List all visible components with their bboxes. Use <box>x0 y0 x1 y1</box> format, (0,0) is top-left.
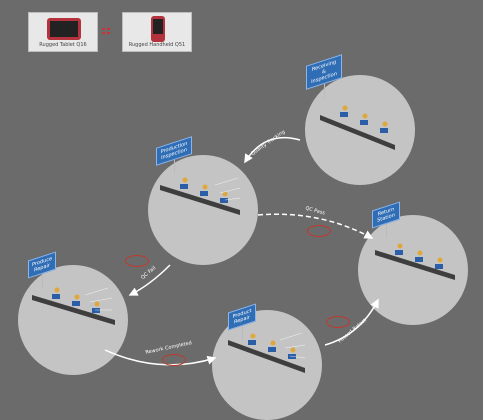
status-oval-qc-fail <box>125 255 149 267</box>
arrow-qc-pass <box>257 213 374 239</box>
rugged-tablet-icon <box>47 18 81 40</box>
stage-tag-production-inspection: Production Inspection <box>156 136 192 174</box>
legend-card-tablet: Rugged Tablet Q16 <box>28 12 98 52</box>
stage-receiving <box>305 75 415 185</box>
rugged-handheld-icon <box>151 16 165 42</box>
status-oval-qc-pass <box>307 225 331 237</box>
arrow-qc-fail <box>128 264 171 296</box>
status-oval-rework <box>162 354 186 366</box>
stage-tag-produce-repair: Produce Repair <box>28 251 56 288</box>
legend-handheld-label: Rugged Handheld Q51 <box>128 42 186 48</box>
status-oval-passed-retest <box>326 316 350 328</box>
stage-tag-receiving: Receiving & Inspection <box>306 54 342 98</box>
arrow-rework-completed <box>104 349 217 366</box>
legend-card-handheld: Rugged Handheld Q51 <box>122 12 192 52</box>
stage-tag-return: Return Station <box>372 201 400 238</box>
arrow-quality-tracking <box>244 136 301 164</box>
legend-separator-icon <box>102 28 110 34</box>
legend-tablet-label: Rugged Tablet Q16 <box>39 42 87 48</box>
arrow-passed-retest <box>324 298 379 346</box>
stage-tag-product-repair: Product Repair <box>228 303 256 340</box>
